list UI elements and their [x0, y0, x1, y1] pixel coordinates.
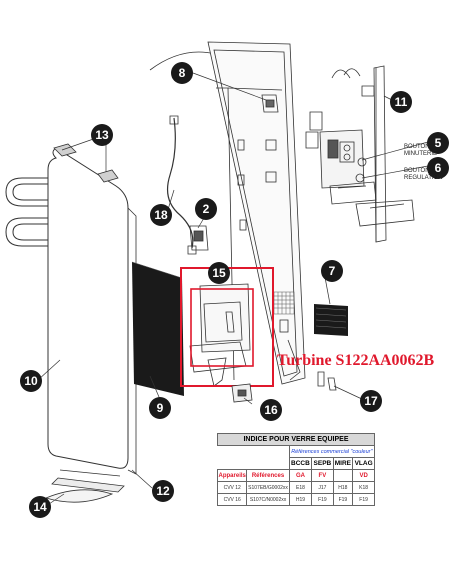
lower-right-brackets: [329, 181, 415, 227]
callout-13: 13: [91, 124, 113, 146]
callout-15: 15: [208, 262, 230, 284]
cell-appareil: CVV 16: [216, 493, 248, 506]
callout-10: 10: [20, 370, 42, 392]
callout-14: 14: [29, 496, 51, 518]
cell-value: H19: [288, 493, 313, 506]
cell-value: F19: [311, 493, 334, 506]
cell-value: F19: [352, 493, 375, 506]
col-references: Références: [246, 469, 290, 482]
code-header: [332, 469, 354, 482]
part-16-block: [231, 383, 253, 403]
callout-18: 18: [150, 204, 172, 226]
code-header: VD: [352, 469, 375, 482]
table-row: CVV 12 S107EB/G0002xx E18 J17 H18 K18: [216, 481, 375, 494]
part-8-bracket: [261, 94, 279, 113]
callout-8: 8: [171, 62, 193, 84]
turbine-inner-highlight: [190, 288, 254, 367]
color-header: MIRE: [332, 457, 354, 470]
towel-bar-rails: [5, 177, 100, 247]
bottom-foot: [44, 469, 125, 503]
top-right-arc-a: [331, 69, 351, 79]
cell-value: J17: [311, 481, 334, 494]
part-11-side-rail: [361, 65, 387, 243]
col-appareils: Appareils: [216, 469, 248, 482]
callout-9: 9: [149, 397, 171, 419]
cell-value: F19: [332, 493, 354, 506]
code-header: FV: [311, 469, 334, 482]
filter-grid: [314, 304, 348, 336]
table-subtitle: Références commercial "couleur": [288, 445, 376, 458]
callout-6: 6: [427, 157, 449, 179]
color-header: SEPB: [311, 457, 334, 470]
callout-2: 2: [195, 198, 217, 220]
callout-17: 17: [360, 390, 382, 412]
callout-11: 11: [390, 91, 412, 113]
top-right-arc-b: [343, 68, 361, 77]
cell-value: K18: [352, 481, 375, 494]
callout-7: 7: [321, 260, 343, 282]
cell-reference: S107EB/G0002xx: [246, 481, 290, 494]
cell-appareil: CVV 12: [216, 481, 248, 494]
cell-reference: S107C/N0002xx: [246, 493, 290, 506]
turbine-part-title: Turbine S122AA0062B: [277, 352, 435, 369]
control-box: [305, 111, 365, 189]
color-header: BCCB: [288, 457, 313, 470]
callout-5: 5: [427, 132, 449, 154]
part-18-wire-harness: [167, 115, 197, 255]
table-title: INDICE POUR VERRE EQUIPEE: [217, 433, 375, 446]
part-17-clips: [317, 371, 337, 391]
bouton-minuterie-label: BOUTON MINUTERIE: [404, 144, 437, 157]
bouton-regulation-knob: [355, 173, 365, 183]
cell-value: E18: [288, 481, 313, 494]
callout-12: 12: [152, 480, 174, 502]
part-2-connector: [189, 225, 209, 251]
glass-front-panel: [47, 147, 129, 469]
callout-16: 16: [260, 399, 282, 421]
turbine-assembly: [189, 283, 251, 387]
color-header: VLAG: [352, 457, 375, 470]
bouton-regulation-label: BOUTON REGULATION: [404, 168, 443, 181]
cell-value: H18: [332, 481, 354, 494]
heating-grid: [131, 261, 184, 396]
code-header: GA: [288, 469, 313, 482]
bouton-minuterie-knob: [357, 157, 367, 167]
table-row: CVV 16 S107C/N0002xx H19 F19 F19 F19: [216, 493, 375, 506]
reference-table: INDICE POUR VERRE EQUIPEE Références com…: [216, 433, 376, 506]
